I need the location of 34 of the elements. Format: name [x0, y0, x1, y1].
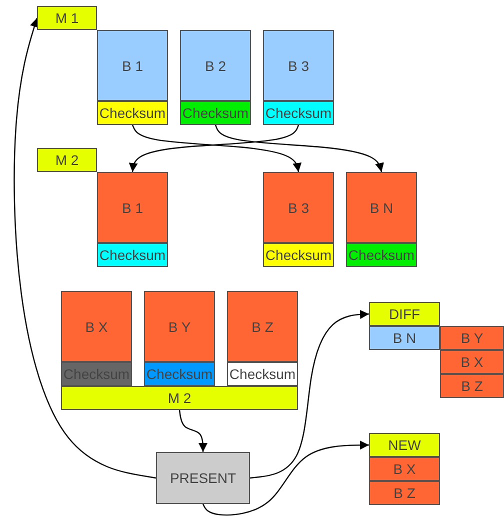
memory-label: M 2	[37, 148, 97, 172]
arrow	[14, 18, 156, 479]
block-cell: B Z	[369, 481, 440, 505]
block-box: B 2	[180, 30, 251, 101]
checksum-box: Checksum	[97, 243, 168, 267]
block-cell: B X	[440, 350, 504, 374]
checksum-box: Checksum	[227, 362, 298, 386]
block-box: B N	[346, 172, 417, 243]
diff-header: DIFF	[369, 302, 440, 326]
block-cell: B X	[369, 457, 440, 481]
block-box: B 1	[97, 30, 168, 101]
block-box: B 3	[263, 30, 334, 101]
new-header: NEW	[369, 433, 440, 457]
checksum-box: Checksum	[263, 101, 334, 125]
block-box: B Z	[227, 291, 298, 362]
block-cell: B Y	[440, 326, 504, 350]
checksum-box: Checksum	[346, 243, 417, 267]
present-box: PRESENT	[156, 452, 250, 504]
block-cell: B N	[369, 326, 440, 350]
arrow	[250, 310, 370, 479]
checksum-box: Checksum	[180, 101, 251, 125]
block-box: B Y	[144, 291, 215, 362]
checksum-box: Checksum	[97, 101, 168, 125]
block-box: B X	[61, 291, 132, 362]
block-box: B 3	[263, 172, 334, 243]
memory-label: M 1	[37, 6, 97, 30]
memory-bar: M 2	[61, 386, 298, 410]
arrow	[178, 410, 208, 452]
checksum-box: Checksum	[144, 362, 215, 386]
checksum-box: Checksum	[263, 243, 334, 267]
block-cell: B Z	[440, 374, 504, 398]
block-box: B 1	[97, 172, 168, 243]
arrow	[202, 440, 369, 516]
arrow	[214, 124, 384, 172]
